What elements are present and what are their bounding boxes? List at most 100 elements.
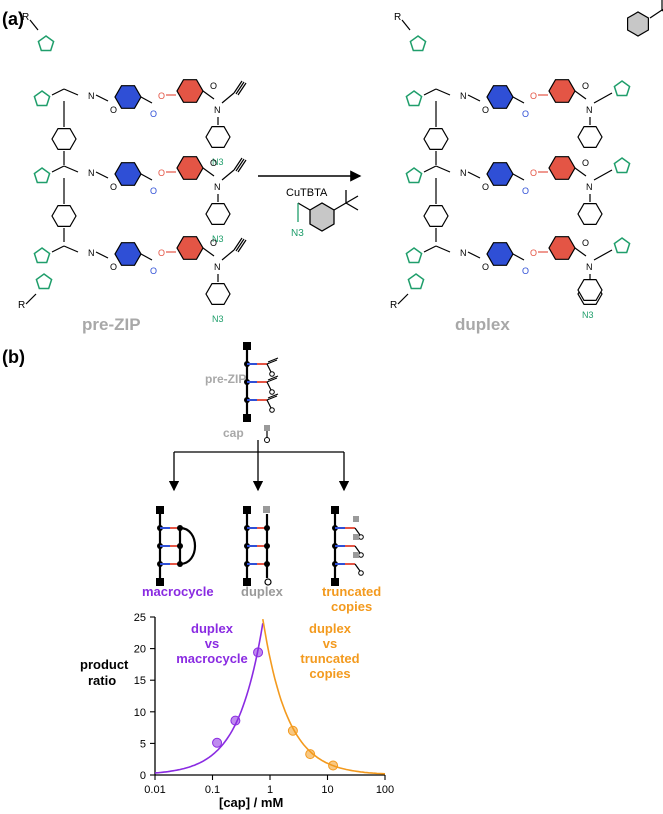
y-tick-label: 10 — [134, 707, 146, 719]
blue-ring — [486, 162, 514, 186]
azide-arm — [354, 563, 361, 572]
ladder-end-cap — [243, 578, 251, 586]
amide-nitrogen: N — [88, 168, 95, 178]
data-point — [328, 760, 339, 771]
triazole-bottom — [407, 273, 425, 290]
alkyne-mark — [266, 359, 278, 365]
duplex-cartoon — [243, 506, 272, 586]
cap-square — [263, 506, 270, 513]
cap-symbol — [264, 425, 270, 443]
r-group-bottom: R — [390, 300, 397, 311]
ladder-end-cap — [156, 578, 164, 586]
cap-square — [353, 516, 359, 522]
amide-nitrogen-right: N — [586, 262, 593, 272]
amide-oxygen: O — [482, 182, 489, 192]
linker-phenyl — [51, 205, 77, 227]
alkyne-mark — [267, 375, 279, 381]
series-label-macrocycle: macrocycle — [176, 651, 248, 666]
triazole-right — [613, 80, 631, 97]
amide-oxygen-right: O — [582, 81, 589, 91]
ester-oxygen: O — [522, 109, 529, 119]
series-label-truncated: duplex — [309, 621, 352, 636]
benzyl-azide-reagent — [297, 190, 359, 232]
prezip-caption: pre-ZIP — [82, 315, 141, 334]
triazole-left — [33, 167, 51, 184]
azide-label: N3 — [212, 234, 224, 244]
data-point — [230, 715, 241, 726]
amide-nitrogen-right: N — [214, 182, 221, 192]
blue-ring — [486, 242, 514, 266]
amide-oxygen: O — [110, 105, 117, 115]
panel-b-label: (b) — [2, 347, 25, 367]
x-tick-label: 0.01 — [144, 784, 165, 796]
azide-arm — [266, 399, 272, 409]
amide-oxygen: O — [482, 105, 489, 115]
macrocycle-loop — [179, 526, 196, 566]
data-point — [305, 749, 316, 760]
data-point — [212, 737, 223, 748]
amide-oxygen-right: O — [582, 238, 589, 248]
azide-end — [269, 371, 275, 377]
amide-oxygen: O — [110, 262, 117, 272]
ladder-end-cap — [331, 578, 339, 586]
amide-oxygen-right: O — [210, 238, 217, 248]
aryl-ring — [577, 125, 603, 148]
reagent-azide-label: N3 — [291, 228, 304, 239]
triazole-left — [405, 167, 423, 184]
amide-nitrogen-right: N — [586, 105, 593, 115]
truncated-cartoon — [331, 506, 364, 586]
blue-ring — [114, 162, 142, 186]
azide-arm — [266, 363, 272, 373]
ladder-node — [177, 561, 183, 567]
linker-phenyl — [51, 128, 77, 150]
data-point — [287, 725, 298, 736]
outcome-truncated-line1: truncated — [322, 584, 381, 599]
azide-end — [358, 570, 364, 576]
azide-arm — [354, 527, 361, 536]
amide-nitrogen: N — [88, 248, 95, 258]
alkyne-mark — [267, 393, 279, 399]
series-label-truncated: vs — [323, 636, 337, 651]
prezip-schematic-label: pre-ZIP — [205, 372, 246, 386]
ester-link-oxygen: O — [530, 91, 537, 101]
amide-nitrogen-right: N — [214, 105, 221, 115]
ester-link-oxygen: O — [158, 248, 165, 258]
amide-oxygen: O — [482, 262, 489, 272]
amide-nitrogen: N — [88, 91, 95, 101]
red-ring — [548, 156, 576, 180]
outcome-truncated-line2: copies — [331, 599, 372, 614]
red-ring — [176, 79, 204, 103]
alkyne-mark — [266, 377, 278, 383]
amide-oxygen: O — [110, 182, 117, 192]
ester-link-oxygen: O — [158, 168, 165, 178]
azide-arm — [266, 381, 272, 391]
alkyne-mark — [266, 395, 278, 401]
azide-label: N3 — [212, 157, 224, 167]
series-label-truncated: truncated — [300, 651, 359, 666]
outcome-duplex: duplex — [241, 584, 284, 599]
ester-oxygen: O — [150, 266, 157, 276]
x-tick-label: 0.1 — [205, 784, 220, 796]
truncated-fit-curve — [262, 618, 386, 775]
x-tick-label: 100 — [376, 784, 394, 796]
r-group-bottom: R — [18, 300, 25, 311]
triazole-left — [405, 247, 423, 264]
ester-link-oxygen: O — [158, 91, 165, 101]
y-tick-label: 20 — [134, 644, 146, 656]
triazole-top — [409, 35, 427, 52]
triazole-top — [37, 35, 55, 52]
y-tick-label: 5 — [140, 738, 146, 750]
y-tick-label: 15 — [134, 675, 146, 687]
outcome-macrocycle: macrocycle — [142, 584, 214, 599]
reaction-condition: CuTBTA — [286, 187, 328, 199]
amide-oxygen-right: O — [210, 158, 217, 168]
blue-ring — [114, 85, 142, 109]
terminal-aryl — [577, 279, 603, 301]
triazole-left — [405, 90, 423, 107]
red-ring — [176, 236, 204, 260]
amide-nitrogen: N — [460, 91, 467, 101]
azide-end — [358, 534, 364, 540]
